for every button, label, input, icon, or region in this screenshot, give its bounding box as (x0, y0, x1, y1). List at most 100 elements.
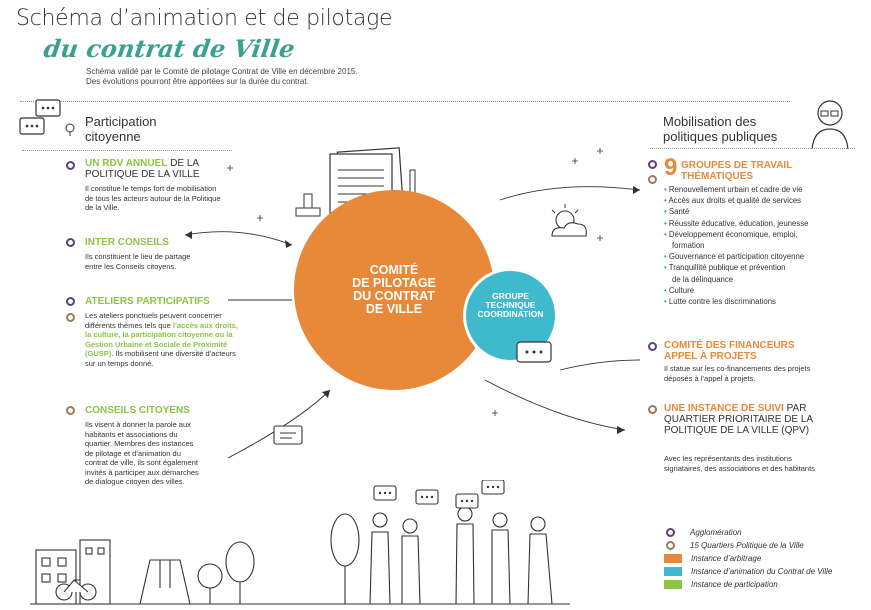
title-highlight: UN RDV ANNUEL (85, 158, 168, 169)
section-title-line: politiques publiques (663, 129, 778, 144)
groupes-travail-title: GROUPES DE TRAVAIL THÉMATIQUES (681, 160, 792, 182)
speech-bubbles-icon (19, 99, 75, 136)
title-line: THÉMATIQUES (681, 171, 754, 182)
arrow-instance-suivi (484, 379, 626, 431)
conseils-citoyens-body: Ils visent à donner la parole aux habita… (85, 420, 245, 487)
groupe-technique-circle (463, 268, 558, 363)
instance-suivi-title: UNE INSTANCE DE SUIVI PAR QUARTIER PRIOR… (664, 403, 813, 436)
rdv-annuel-title: UN RDV ANNUEL DE LA (85, 158, 285, 169)
body-line: entre les Conseils citoyens. (85, 261, 177, 271)
title-rest: PAR (783, 403, 807, 414)
list-item: Lutte contre les discriminations (664, 296, 864, 307)
groupe-line: TECHNIQUE (485, 300, 536, 310)
comite-pilotage-label: COMITÉ DE PILOTAGE DU CONTRAT DE VILLE (316, 264, 472, 316)
comite-pilotage-circle (294, 190, 494, 390)
page-subtitle: du contrat de Ville (41, 34, 297, 63)
list-item: Santé (664, 206, 864, 217)
conseils-citoyens-title: CONSEILS CITOYENS (85, 405, 190, 416)
list-item: Tranquillité publique et prévention (664, 262, 864, 273)
section-title-line: Mobilisation des (663, 114, 757, 129)
comite-line: DE VILLE (365, 302, 423, 316)
speech-bubble-small-icon (273, 425, 303, 445)
section-title-line: Participation (85, 114, 157, 129)
body-highlight: l’accès aux droits, (172, 320, 238, 330)
instance-suivi-body: Avec les représentants des institutions … (664, 454, 815, 473)
groupes-list: Renouvellement urbain et cadre de vie Ac… (664, 184, 864, 307)
financeurs-body: Il statue sur les co-financements des pr… (664, 364, 810, 383)
legend-item-agglomeration: Agglomération (664, 526, 832, 539)
sun-cloud-icon (551, 204, 587, 237)
body-text: . Ils mobilisent une diversité d’acteurs (111, 349, 236, 358)
title-rest: POLITIQUE DE LA VILLE (85, 169, 200, 180)
agglomeration-pin-icon (666, 528, 675, 537)
rdv-annuel-body: Il constitue le temps fort de mobilisati… (85, 184, 285, 213)
body-text: différents thèmes tels que (85, 320, 173, 330)
groupe-line: GROUPE (492, 291, 529, 301)
green-swatch (664, 580, 682, 589)
agglomeration-pin-icon (648, 160, 657, 169)
legend-item-quartiers: 15 Quartiers Politique de la Ville (664, 539, 832, 552)
agglomeration-pin-icon (648, 342, 657, 351)
quartier-pin-icon (648, 405, 657, 414)
validation-note: Schéma validé par le Comité de pilotage … (86, 67, 358, 87)
title-rest: POLITIQUE DE LA VILLE (QPV) (664, 425, 810, 436)
quartier-pin-icon (66, 406, 75, 415)
legend-item-participation: Instance de participation (664, 578, 832, 591)
body-line: Ils constituent le lieu de partage (85, 252, 191, 261)
body-highlight: la culture, la participation citoyenne o… (85, 330, 233, 339)
list-item: Développement économique, emploi, (664, 229, 864, 240)
financeurs-title: COMITÉ DES FINANCEURS APPEL À PROJETS (664, 340, 795, 362)
title-rest: QUARTIER PRIORITAIRE DE LA (664, 414, 814, 425)
body-line: invités à participer aux démarches (85, 467, 199, 477)
arrow-financeurs (559, 359, 641, 371)
participation-section-title: Participation citoyenne (85, 114, 157, 144)
title-highlight: UNE INSTANCE DE SUIVI (664, 403, 784, 414)
body-line: déposés à l’appel à projets. (664, 373, 756, 383)
body-line: contrat de ville, ils sont également (85, 458, 198, 467)
ateliers-body: Les ateliers ponctuels peuvent concerner… (85, 311, 295, 368)
list-item: formation (672, 241, 705, 251)
section-divider (650, 148, 855, 149)
list-item: Accès aux droits et qualité de services (664, 195, 864, 206)
body-line: Il constitue le temps fort de mobilisati… (85, 184, 217, 193)
section-title-line: citoyenne (85, 129, 141, 144)
section-divider (22, 150, 232, 151)
inter-conseils-block: INTER CONSEILS Ils constituent le lieu d… (85, 237, 285, 271)
body-line: sur un temps donné. (85, 358, 154, 368)
body-line: quartier. Membres des instances (85, 439, 194, 448)
list-item: de la délinquance (672, 274, 734, 284)
body-line: de dialogue citoyen des villes. (85, 477, 185, 486)
orange-swatch (664, 554, 682, 563)
legend-label: Instance d’arbitrage (691, 554, 762, 563)
body-line: Ils visent à donner la parole aux (85, 420, 191, 429)
body-line: de pilotage et d’animation du (85, 448, 181, 458)
note-line: Des évolutions pourront être apportées s… (86, 77, 309, 86)
body-highlight: (GUSP) (85, 349, 112, 358)
inter-conseils-title: INTER CONSEILS (85, 237, 169, 248)
legend-label: Agglomération (690, 528, 742, 537)
body-highlight: Gestion Urbaine et Sociale de Proximité (85, 339, 228, 349)
rdv-annuel-block: UN RDV ANNUEL DE LA POLITIQUE DE LA VILL… (85, 158, 285, 213)
groups-count: 9 (664, 154, 678, 181)
comite-line: DU CONTRAT (353, 289, 435, 303)
legend-item-arbitrage: Instance d’arbitrage (664, 552, 832, 565)
title-line: APPEL À PROJETS (664, 351, 757, 362)
agglomeration-pin-icon (66, 297, 75, 306)
title-rest: DE LA (167, 158, 200, 169)
list-item: Culture (664, 285, 864, 296)
top-divider (20, 101, 790, 102)
mobilisation-section-title: Mobilisation des politiques publiques (663, 114, 777, 144)
list-item: Gouvernance et participation citoyenne (664, 251, 864, 262)
body-line: signataires, des associations et des hab… (664, 463, 815, 473)
page-title: Schéma d’animation et de pilotage (16, 6, 393, 31)
comite-line: COMITÉ (369, 263, 419, 277)
inter-conseils-body: Ils constituent le lieu de partage entre… (85, 252, 285, 271)
legend-item-animation: Instance d’animation du Contrat de Ville (664, 565, 832, 578)
city-people-illustration (30, 480, 570, 605)
body-line: de tous les acteurs autour de la Politiq… (85, 193, 221, 203)
title-line: COMITÉ DES FINANCEURS (664, 340, 795, 351)
body-line: de la Ville. (85, 203, 120, 212)
comite-line: DE PILOTAGE (352, 276, 436, 290)
body-line: Il statue sur les co-financements des pr… (664, 364, 811, 373)
groupe-line: COORDINATION (477, 309, 544, 319)
